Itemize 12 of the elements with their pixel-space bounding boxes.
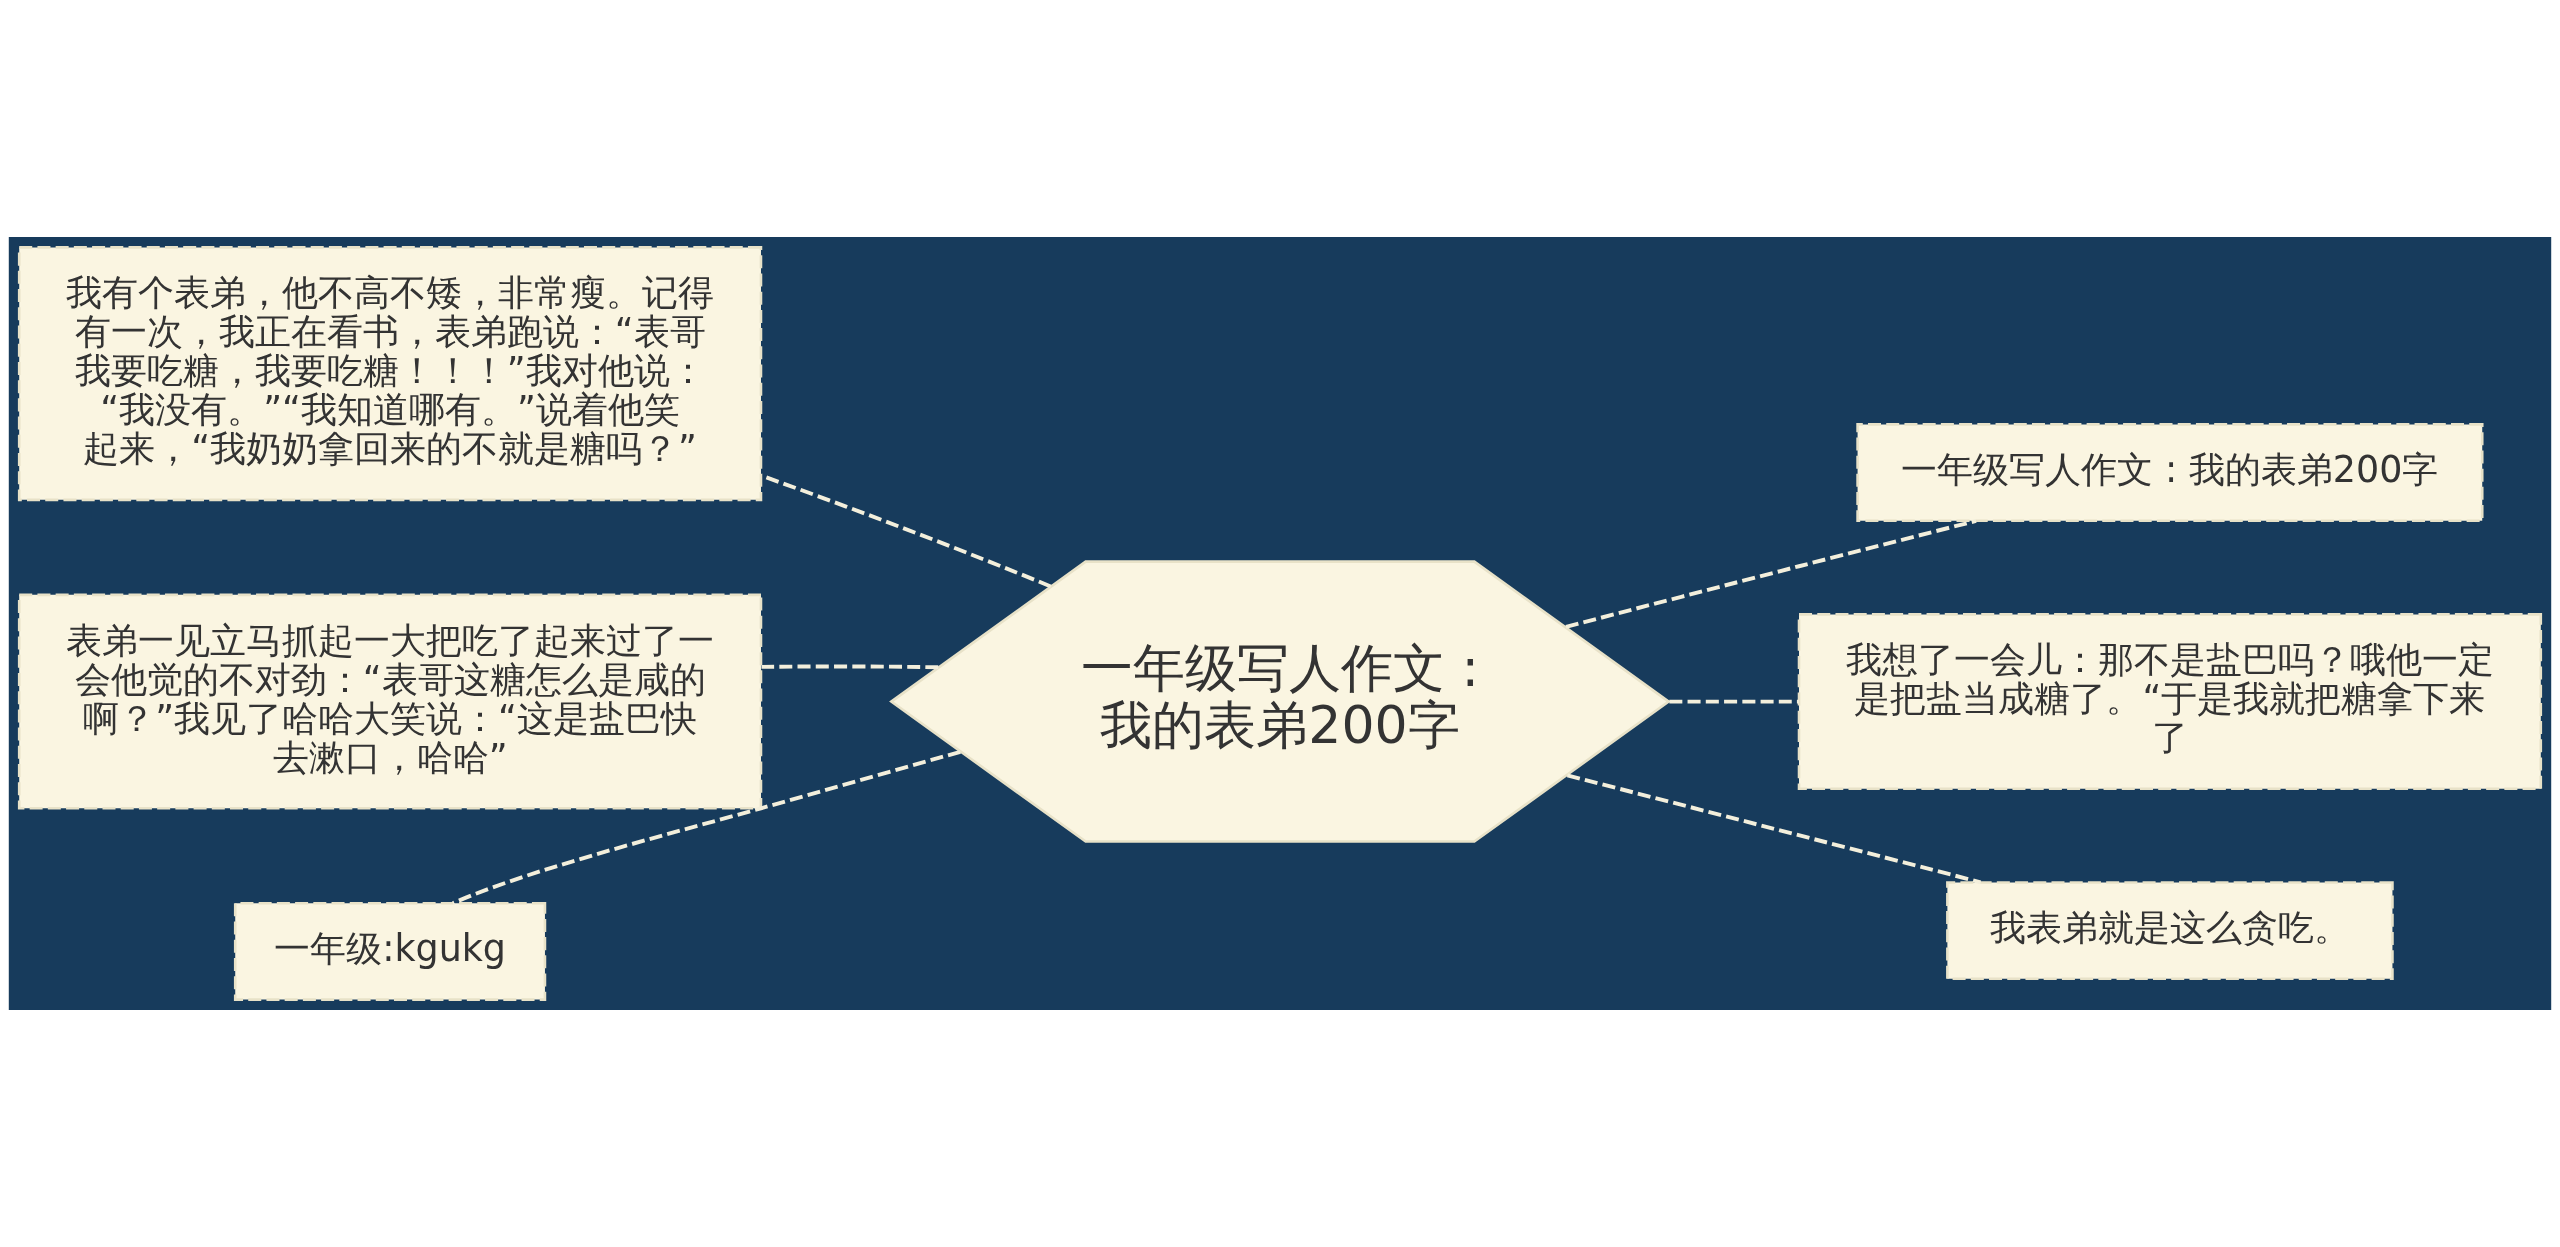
node-box: 表弟一见立马抓起一大把吃了起来过了一会他觉的不对劲：“表哥这糖怎么是咸的啊？”我见了哈哈大笑说：“这是盐巴快去漱口，哈哈” [17, 593, 763, 810]
connector [452, 749, 961, 906]
node-box: 我想了一会儿：那不是盐巴吗？哦他一定是把盐当成糖了。“于是我就把糖拿下来了 [1797, 613, 2543, 791]
node-box: 一年级:kgukg [233, 902, 547, 1001]
connector [761, 664, 939, 670]
connector [1669, 699, 1799, 704]
connector [760, 473, 1052, 589]
node-box: 我有个表弟，他不高不矮，非常瘦。记得有一次，我正在看书，表弟跑说：“表哥我要吃糖，我要吃糖！！！”我对他说：“我没有。”“我知道哪有。”说着他笑起来，“我奶奶拿回来的不就是糖吗？” [17, 246, 763, 502]
connector [1565, 519, 1977, 629]
node-box: 我表弟就是这么贪吃。 [1946, 881, 2394, 981]
connector [1566, 773, 1982, 885]
node-box: 一年级写人作文 : 我的表弟200字 [1856, 423, 2484, 522]
